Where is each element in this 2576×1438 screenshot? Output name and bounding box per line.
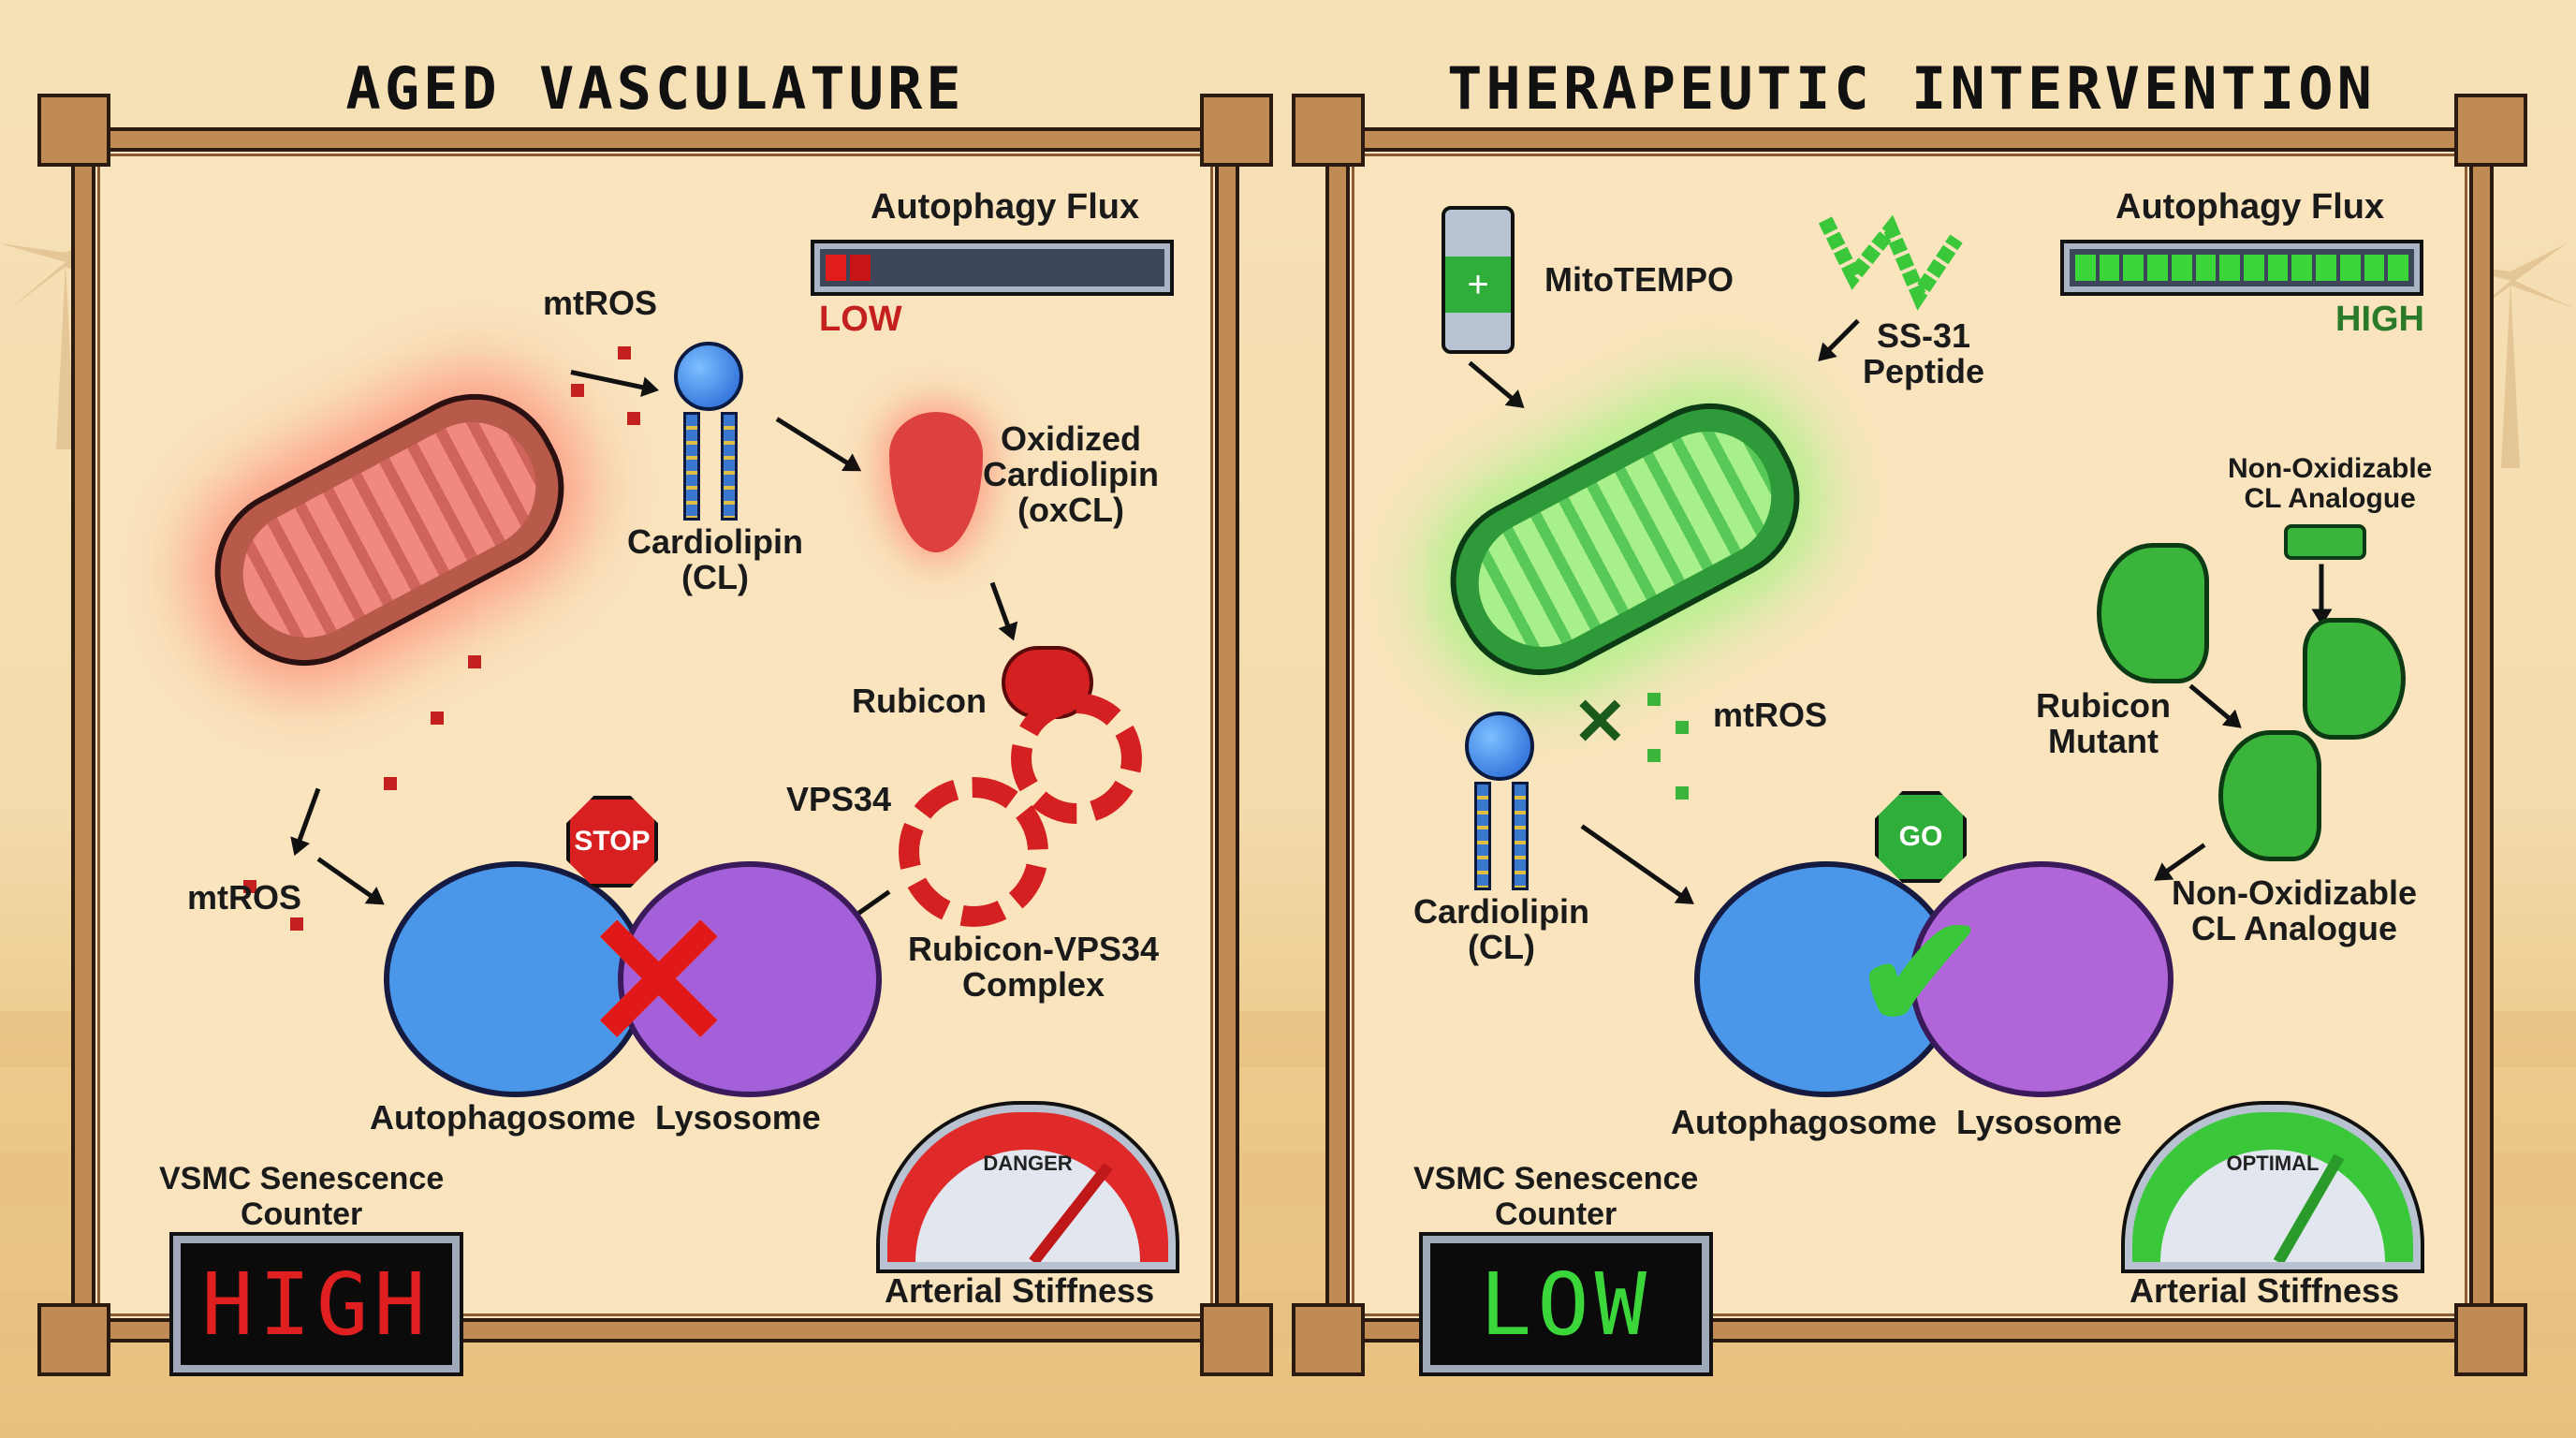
gear-icon: [899, 777, 1048, 927]
rubicon-mutant-label: Rubicon Mutant: [2036, 686, 2171, 760]
rubicon-vps34-complex-label: Rubicon-VPS34 Complex: [908, 930, 1160, 1004]
cardiolipin-label: Cardiolipin (CL): [1413, 892, 1589, 966]
senescence-counter-display: HIGH: [169, 1232, 463, 1376]
frame-corner: [1200, 1303, 1273, 1376]
cl-analogue-icon: [2284, 524, 2366, 560]
autophagy-flux-bar: [2060, 240, 2423, 296]
non-oxidizable-cl-label-bottom: Non-Oxidizable CL Analogue: [2172, 873, 2418, 947]
arrow: [2319, 564, 2324, 621]
ss31-label: SS-31 Peptide: [1863, 316, 1985, 390]
rubicon-label: Rubicon: [852, 682, 987, 720]
blocked-x-icon: ✕: [580, 878, 738, 1087]
palm-tree-icon: [0, 225, 131, 449]
mitotempo-bottle-icon: +: [1442, 206, 1515, 354]
stop-sign-icon: STOP: [566, 796, 658, 888]
autophagy-flux-bar: [811, 240, 1174, 296]
arterial-stiffness-label: Arterial Stiffness: [885, 1271, 1155, 1310]
vps34-label: VPS34: [786, 780, 892, 818]
mitotempo-label: MitoTEMPO: [1544, 260, 1734, 299]
lysosome-icon: [618, 861, 882, 1097]
frame-corner: [37, 1303, 110, 1376]
senescence-counter-label: VSMC Senescence Counter: [159, 1161, 445, 1232]
mtros-label: mtROS: [1713, 696, 1828, 734]
rubicon-protein-icon: [2303, 618, 2406, 740]
flux-segment: [850, 255, 871, 281]
cardiolipin-label: Cardiolipin (CL): [627, 522, 803, 596]
frame-corner: [2454, 1303, 2527, 1376]
autophagosome-label: Autophagosome: [1671, 1103, 1937, 1141]
cardiolipin-icon: [1465, 712, 1534, 781]
autophagy-flux-label: Autophagy Flux: [871, 187, 1140, 227]
non-oxidizable-cl-label-top: Non-Oxidizable CL Analogue: [2228, 453, 2433, 514]
aged-vasculature-panel: Autophagy Flux LOW mtROS Cardiolipin (CL…: [37, 94, 1273, 1376]
blocked-x-icon: ✕: [1573, 685, 1628, 758]
autophagosome-label: Autophagosome: [370, 1098, 636, 1137]
autophagosome-icon: [384, 861, 648, 1097]
lysosome-label: Lysosome: [1956, 1103, 2122, 1141]
go-sign-icon: GO: [1875, 791, 1967, 883]
palm-tree-icon: [2445, 243, 2576, 468]
therapeutic-intervention-panel: + MitoTEMPO SS-31 Peptide Autophagy Flux…: [1292, 94, 2527, 1376]
autophagy-flux-label: Autophagy Flux: [2115, 187, 2385, 227]
lysosome-label: Lysosome: [655, 1098, 821, 1137]
mtros-label-top: mtROS: [543, 284, 658, 322]
arterial-stiffness-label: Arterial Stiffness: [2130, 1271, 2400, 1310]
flux-segment: [826, 255, 846, 281]
senescence-counter-display: LOW: [1419, 1232, 1713, 1376]
frame-corner: [37, 94, 110, 167]
gauge-label: DANGER: [983, 1152, 1073, 1175]
senescence-counter-label: VSMC Senescence Counter: [1413, 1161, 1699, 1232]
cardiolipin-icon: [674, 342, 743, 411]
mtros-label-bottom: mtROS: [187, 878, 302, 917]
flux-status: HIGH: [2335, 300, 2424, 339]
gauge-label: OPTIMAL: [2226, 1152, 2320, 1175]
right-panel-title: THERAPEUTIC INTERVENTION: [1447, 54, 2376, 123]
frame-corner: [1292, 1303, 1365, 1376]
frame-corner: [1200, 94, 1273, 167]
rubicon-protein-icon: [2218, 730, 2321, 861]
left-panel-title: AGED VASCULATURE: [345, 54, 965, 123]
fusion-check-icon: ✔: [1853, 885, 1987, 1063]
lysosome-icon: [1910, 861, 2174, 1097]
oxidized-cardiolipin-label: Oxidized Cardiolipin (oxCL): [983, 419, 1159, 529]
ss31-peptide-icon: [1818, 214, 1963, 311]
rubicon-mutant-icon: [2097, 543, 2209, 683]
frame-corner: [2454, 94, 2527, 167]
frame-corner: [1292, 94, 1365, 167]
flux-status: LOW: [819, 300, 902, 339]
